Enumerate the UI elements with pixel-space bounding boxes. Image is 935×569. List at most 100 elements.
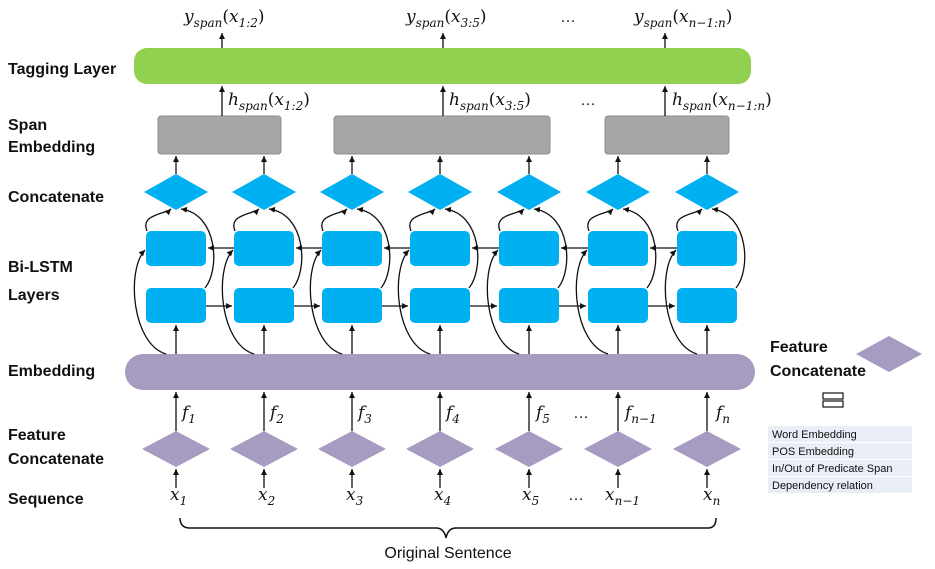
legend-item-predicate-span: In/Out of Predicate Span [772,463,892,475]
concat-diamond-5 [497,174,561,210]
lstm-b-to-concat-1 [180,206,215,289]
feature-label-4: f4 [444,403,460,426]
feature-diamond-3 [318,431,386,467]
token-label-6: xn−1 [605,485,640,508]
lstm-f-to-concat-5 [498,208,525,232]
lstm-backward-2 [234,288,294,323]
feature-label-2: f2 [268,403,284,426]
embed-to-lstm-f-5 [486,249,520,355]
feature-label-3: f3 [356,403,372,426]
lstm-backward-7 [677,288,737,323]
concat-diamond-6 [586,174,650,210]
embedding-bar [125,354,755,390]
equivalence-icon [822,392,844,408]
token-label-1: x1 [170,485,187,508]
legend-row-1 [768,426,912,442]
token-label-2: x2 [258,485,275,508]
lstm-backward-3 [322,288,382,323]
span-label-3: hspan(xn−1:n) [672,90,772,113]
lstm-b-to-concat-2 [268,206,303,289]
legend-title-1: Feature [770,339,828,356]
lstm-forward-3 [322,231,382,266]
feature-label-5: f5 [534,403,550,426]
embed-to-lstm-f-3 [309,249,343,355]
legend-item-dependency-relation: Dependency relation [772,480,873,492]
lstm-backward-5 [499,288,559,323]
label-span-embedding-1: Span [8,117,47,134]
lstm-f-to-concat-7 [676,208,703,232]
feature-label-1: f1 [180,403,196,426]
concat-diamond-3 [320,174,384,210]
label-tagging-layer: Tagging Layer [8,61,116,78]
embed-to-lstm-f-6 [575,249,609,355]
legend-feature-diamond [856,336,922,372]
legend-item-pos-embedding: POS Embedding [772,446,854,458]
lstm-forward-4 [410,231,470,266]
output-label-1: yspan(x1:2) [183,7,265,30]
concat-diamond-4 [408,174,472,210]
embed-to-lstm-f-7 [664,249,698,355]
lstm-forward-7 [677,231,737,266]
lstm-f-to-concat-4 [409,208,436,232]
embed-to-lstm-f-2 [221,249,255,355]
output-label-2: yspan(x3:5) [405,7,487,30]
embed-to-lstm-f-4 [397,249,431,355]
lstm-forward-2 [234,231,294,266]
legend-title-2: Concatenate [770,363,866,380]
legend-row-4 [768,477,912,493]
lstm-backward-4 [410,288,470,323]
output-label-3: yspan(xn−1:n) [633,7,732,30]
lstm-f-to-concat-6 [587,208,614,232]
lstm-forward-5 [499,231,559,266]
legend-item-word-embedding: Word Embedding [772,429,857,441]
span-box-3 [604,115,730,155]
lstm-b-to-concat-6 [622,206,657,289]
feature-label-6: fn−1 [623,403,657,426]
feature-diamond-6 [584,431,652,467]
legend-row-2 [768,443,912,459]
lstm-b-to-concat-5 [533,206,568,289]
label-concatenate: Concatenate [8,189,104,206]
span-label-2: hspan(x3:5) [449,90,531,113]
feature-label-7: fn [714,403,730,426]
caption-original-sentence: Original Sentence [384,545,511,562]
span-box-1 [157,115,282,155]
span-ellipsis: … [580,92,596,109]
token-label-4: x4 [434,485,451,508]
lstm-b-to-concat-7 [711,206,746,289]
lstm-f-to-concat-2 [233,208,260,232]
concat-diamond-1 [144,174,208,210]
feature-diamond-1 [142,431,210,467]
tagging-layer-bar [134,48,751,84]
lstm-b-to-concat-4 [444,206,479,289]
lstm-f-to-concat-3 [321,208,348,232]
feature-diamond-5 [495,431,563,467]
token-label-5: x5 [522,485,539,508]
label-span-embedding-2: Embedding [8,139,95,156]
span-box-2 [333,115,551,155]
embed-to-lstm-f-1 [133,249,167,355]
token-label-7: xn [703,485,720,508]
label-embedding: Embedding [8,363,95,380]
legend-table: Word Embedding POS Embedding In/Out of P… [768,426,912,493]
token-ellipsis: … [568,487,584,504]
legend-row-3 [768,460,912,476]
lstm-backward-1 [146,288,206,323]
sentence-brace [179,517,717,539]
label-sequence: Sequence [8,491,84,508]
lstm-f-to-concat-1 [145,208,172,232]
label-feature-concatenate-2: Concatenate [8,451,104,468]
lstm-backward-6 [588,288,648,323]
lstm-forward-1 [146,231,206,266]
lstm-forward-6 [588,231,648,266]
label-feature-concatenate-1: Feature [8,427,66,444]
token-label-3: x3 [346,485,364,508]
concat-diamond-2 [232,174,296,210]
feature-ellipsis: … [573,405,589,422]
feature-diamond-7 [673,431,741,467]
label-bilstm-2: Layers [8,287,60,304]
span-label-1: hspan(x1:2) [228,90,310,113]
concat-diamond-7 [675,174,739,210]
feature-diamond-2 [230,431,298,467]
